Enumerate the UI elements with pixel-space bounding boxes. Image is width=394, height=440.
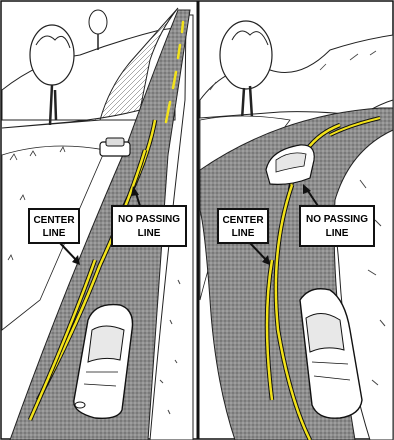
center-line-dashes <box>164 20 185 124</box>
car-near-left <box>73 303 134 420</box>
car-near-right <box>299 288 363 419</box>
center-line-curved-2 <box>265 259 274 401</box>
tree-right <box>219 20 273 121</box>
no-passing-callout: NO PASSING LINE <box>111 186 187 247</box>
center-line-callout-right: CENTER LINE <box>217 208 270 265</box>
road-surface-curved <box>199 107 394 440</box>
tree-left <box>29 9 108 126</box>
center-line-label-2: LINE <box>232 228 255 239</box>
car-distant-right <box>265 144 315 185</box>
center-dash-far <box>329 117 381 136</box>
no-passing-label-2: LINE <box>326 228 349 239</box>
car-distant-left <box>99 137 131 157</box>
no-passing-label-2: LINE <box>138 228 161 239</box>
center-line-label-2: LINE <box>43 228 66 239</box>
right-panel-curved-road: CENTER LINE NO PASSING LINE <box>199 20 394 440</box>
center-line-lower <box>28 259 97 421</box>
no-passing-label-1: NO PASSING <box>118 214 180 225</box>
center-line-curved <box>274 184 312 440</box>
center-line-label-1: CENTER <box>222 215 264 226</box>
no-passing-label-1: NO PASSING <box>306 214 368 225</box>
center-line-label-1: CENTER <box>33 215 75 226</box>
center-line-solid <box>36 149 147 401</box>
embankment-left <box>1 7 179 129</box>
no-passing-callout-right: NO PASSING LINE <box>299 184 375 247</box>
center-line-callout: CENTER LINE <box>28 208 80 265</box>
left-panel-straight-road: CENTER LINE NO PASSING LINE <box>1 7 194 440</box>
road-surface <box>9 9 191 440</box>
